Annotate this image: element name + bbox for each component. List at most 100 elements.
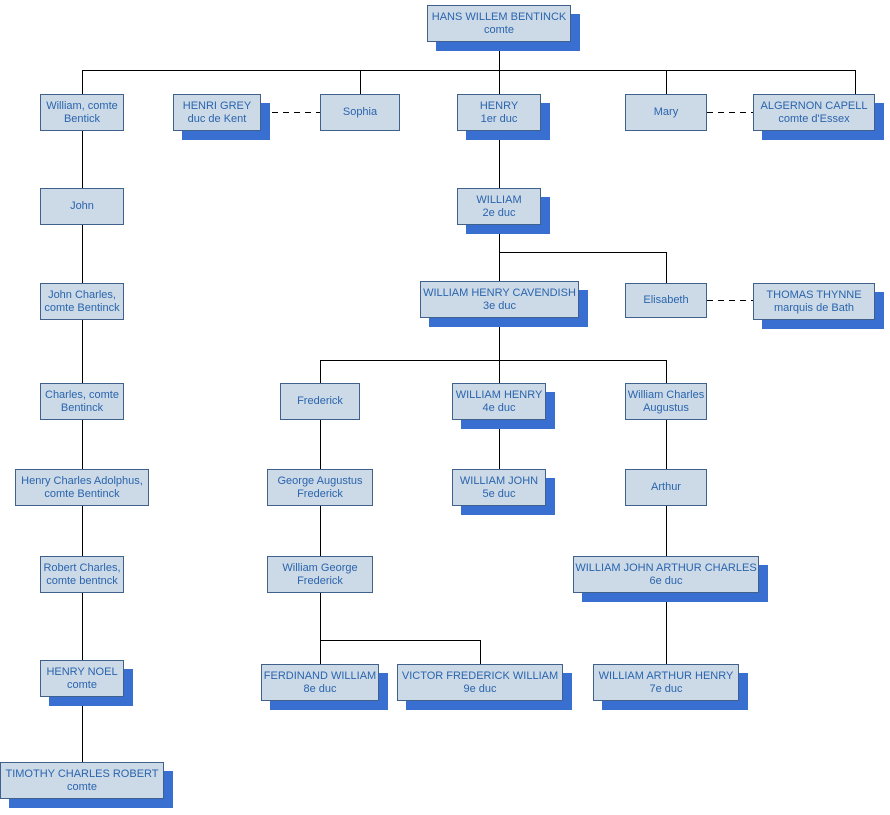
node-name-line: WILLIAM JOHN ARTHUR CHARLES [575, 561, 757, 574]
node-name-line: HENRI GREY [182, 99, 252, 112]
connector-vertical-line [82, 506, 83, 556]
node-title-line: comte d'Essex [778, 112, 850, 125]
node-name-line: WILLIAM ARTHUR HENRY [598, 669, 734, 682]
node-name-line: Frederick [297, 395, 343, 407]
node-title-line: Frederick [297, 574, 343, 587]
node-name-line: Charles, comte [45, 388, 119, 401]
node-title-line: Frederick [297, 487, 343, 500]
tree-node-frederick: Frederick [280, 383, 360, 420]
connector-vertical-line [480, 640, 481, 664]
connector-vertical-line [666, 252, 667, 283]
node-name-line: ALGERNON CAPELL [760, 99, 868, 112]
node-title-line: 8e duc [303, 682, 337, 695]
node-title-line: comte bentnck [46, 574, 118, 587]
node-name-line: William, comte [46, 99, 118, 112]
node-name-line: Elisabeth [643, 294, 689, 306]
node-name-line: Robert Charles, [43, 561, 121, 574]
connector-vertical-line [82, 697, 83, 762]
node-title-line: duc de Kent [187, 112, 247, 125]
node-title-line: comte [67, 678, 97, 691]
connector-vertical-line [320, 593, 321, 640]
connector-vertical-line [855, 70, 856, 94]
node-title-line: 9e duc [463, 682, 497, 695]
node-name-line: Henry Charles Adolphus, [21, 474, 143, 487]
connector-vertical-line [82, 420, 83, 469]
connector-vertical-line [499, 360, 500, 383]
node-name-line: VICTOR FREDERICK WILLIAM [401, 669, 559, 682]
node-title-line: 4e duc [482, 401, 516, 414]
node-title-line: 6e duc [649, 574, 683, 587]
node-name-line: William Charles [627, 388, 705, 401]
node-name-line: WILLIAM JOHN [459, 474, 539, 487]
node-name-line: Mary [653, 106, 679, 118]
node-name-line: Sophia [342, 106, 378, 118]
marriage-dashed-line [707, 112, 753, 113]
connector-vertical-line [499, 318, 500, 360]
tree-node-john: John [40, 188, 124, 225]
connector-vertical-line [499, 225, 500, 252]
connector-horizontal-line [499, 252, 666, 253]
connector-vertical-line [499, 42, 500, 70]
connector-vertical-line [82, 225, 83, 283]
connector-vertical-line [320, 360, 321, 383]
tree-node-robert-charles: Robert Charles,comte bentnck [40, 556, 124, 593]
connector-vertical-line [666, 593, 667, 664]
node-name-line: TIMOTHY CHARLES ROBERT [5, 767, 159, 780]
node-title-line: 2e duc [482, 206, 516, 219]
node-title-line: Bentinck [60, 401, 104, 414]
connector-horizontal-line [320, 640, 480, 641]
tree-node-elisabeth: Elisabeth [625, 283, 707, 318]
node-title-line: comte Bentinck [44, 301, 120, 314]
connector-vertical-line [82, 593, 83, 660]
marriage-dashed-line [707, 300, 753, 301]
node-name-line: HENRY [479, 99, 519, 112]
connector-horizontal-line [82, 70, 855, 71]
node-title-line: 7e duc [649, 682, 683, 695]
connector-vertical-line [666, 506, 667, 556]
connector-vertical-line [666, 360, 667, 383]
node-title-line: comte [67, 780, 97, 793]
node-title-line: 1er duc [480, 112, 518, 125]
marriage-dashed-line [261, 112, 320, 113]
connector-vertical-line [499, 131, 500, 188]
node-name-line: John [70, 200, 94, 212]
node-name-line: WILLIAM HENRY [455, 388, 543, 401]
node-name-line: HENRY NOEL [46, 665, 118, 678]
node-title-line: Augustus [643, 401, 689, 414]
connector-vertical-line [82, 70, 83, 94]
node-name-line: FERDINAND WILLIAM [263, 669, 377, 682]
connector-vertical-line [666, 420, 667, 469]
node-name-line: Arthur [651, 481, 681, 493]
tree-node-sophia: Sophia [320, 94, 400, 131]
connector-vertical-line [320, 640, 321, 664]
node-name-line: William George [282, 561, 358, 574]
tree-node-henry-charles-adolphus: Henry Charles Adolphus,comte Bentinck [15, 469, 149, 506]
connector-horizontal-line [320, 360, 666, 361]
connector-vertical-line [320, 506, 321, 556]
node-title-line: 5e duc [482, 487, 516, 500]
connector-vertical-line [360, 70, 361, 94]
connector-vertical-line [82, 131, 83, 188]
node-name-line: THOMAS THYNNE [766, 288, 862, 301]
node-name-line: George Augustus [277, 474, 363, 487]
node-title-line: 3e duc [482, 299, 517, 312]
node-title-line: marquis de Bath [773, 301, 855, 314]
